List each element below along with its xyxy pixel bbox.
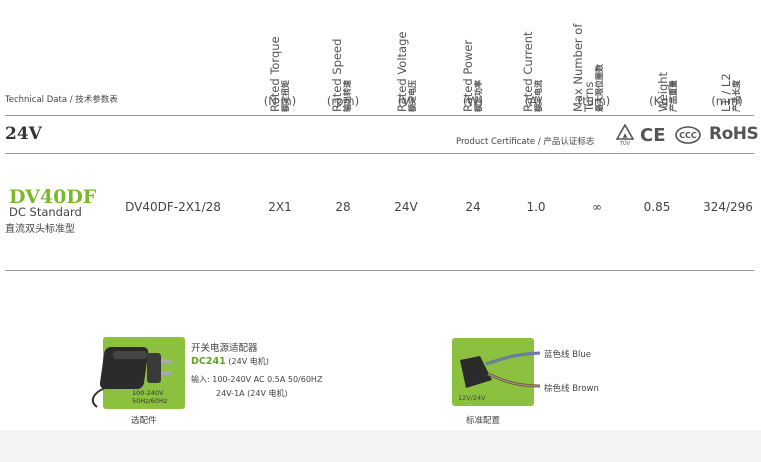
value-speed: 28: [335, 200, 351, 214]
adapter-image-label-2: 50Hz/60Hz: [132, 397, 168, 405]
ce-mark-icon: CE: [640, 125, 666, 146]
unit-power: (W): [462, 94, 484, 108]
product-model: DV40DF-2X1/28: [125, 200, 221, 214]
voltage-section-title: 24V: [5, 124, 42, 144]
power-adapter-icon: [91, 347, 171, 408]
unit-torque: (N·m): [263, 94, 297, 108]
adapter-model-note: (24V 电机): [228, 357, 269, 366]
unit-weight: (Kg): [649, 94, 673, 108]
svg-text:CCC: CCC: [679, 131, 697, 140]
value-power: 24: [465, 200, 481, 214]
unit-current: (A): [524, 94, 542, 108]
cable-caption: 标准配置: [466, 416, 501, 426]
svg-text:▲: ▲: [623, 132, 628, 139]
bottom-band: [0, 430, 761, 462]
table-bottom-divider: [5, 270, 754, 271]
adapter-model: DC241: [191, 356, 226, 367]
product-type-en: DC Standard: [9, 205, 82, 219]
product-series: DV40DF: [9, 186, 97, 208]
unit-turns: (turn): [577, 94, 611, 108]
blue-wire-label: 蓝色线 Blue: [544, 350, 592, 360]
technical-data-label: Technical Data / 技术参数表: [5, 95, 118, 105]
adapter-output-line: 24V-1A (24V 电机): [216, 389, 288, 398]
section-divider: [5, 153, 754, 154]
cable-image-label: 12V/24V: [458, 394, 486, 402]
unit-speed: (rpm): [326, 94, 360, 108]
value-voltage: 24V: [394, 200, 418, 214]
adapter-image-label-1: 100-240V: [132, 389, 164, 397]
ccc-icon: CCC: [675, 126, 701, 144]
tuv-icon: ▲ TÜV: [616, 124, 634, 146]
unit-voltage: (V): [397, 94, 415, 108]
value-weight: 0.85: [643, 200, 671, 214]
adapter-input-line: 输入: 100-240V AC 0.5A 50/60HZ: [191, 375, 323, 384]
certificate-label: Product Certificate / 产品认证标志: [456, 137, 595, 147]
svg-text:TÜV: TÜV: [619, 140, 631, 146]
value-length: 324/296: [703, 200, 753, 214]
product-type-zh: 直流双头标准型: [5, 224, 75, 235]
value-torque: 2X1: [268, 200, 292, 214]
motor-cable-icon: [460, 351, 541, 388]
brown-wire-label: 棕色线 Brown: [544, 384, 599, 394]
adapter-model-line: DC241 (24V 电机): [191, 356, 269, 367]
adapter-title: 开关电源适配器: [191, 343, 258, 354]
unit-length: (mm): [711, 94, 743, 108]
value-current: 1.0: [526, 200, 546, 214]
adapter-caption: 选配件: [131, 416, 157, 426]
rohs-icon: RoHS: [709, 124, 759, 144]
value-turns: ∞: [592, 200, 602, 214]
header-divider: [5, 115, 754, 116]
